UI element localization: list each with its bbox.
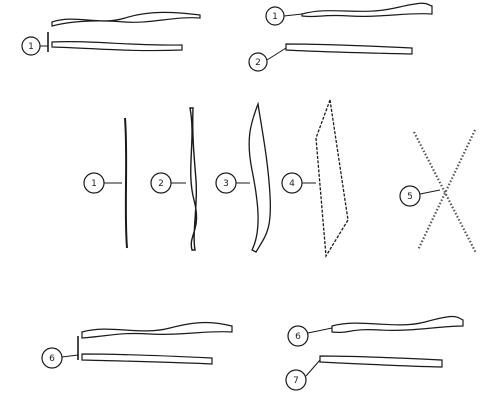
bottom-left-figure: 6: [41, 321, 233, 369]
callout-label-top-left: 1: [28, 42, 34, 52]
middle-figure-5: 5: [399, 129, 477, 254]
top-right-figure: 1 2: [248, 2, 433, 72]
lower-blade-bottom-right: [319, 355, 443, 368]
middle-figure-4: 4: [281, 99, 349, 259]
straight-bar-middle-1: [124, 117, 128, 249]
callout-circle-bottom-right-lower: [285, 369, 307, 391]
upper-blade-bottom-right: [331, 315, 464, 334]
callout-label-top-right-upper: 1: [272, 12, 278, 22]
lower-blade-top-right: [285, 43, 413, 55]
tapered-strip-middle-3: [248, 101, 272, 253]
leader-line-top-right-upper: [283, 13, 303, 17]
callout-label-middle-4: 4: [289, 179, 295, 189]
upper-blade-top-right: [301, 2, 433, 18]
callout-label-bottom-left: 6: [49, 354, 55, 364]
bottom-right-figure: 6 7: [285, 315, 464, 391]
callout-label-middle-5: 5: [407, 192, 413, 202]
leader-line-top-right-lower: [266, 47, 287, 61]
callout-circle-middle-5: [399, 185, 421, 207]
leader-line-bottom-right-lower: [305, 359, 321, 377]
callout-label-top-right-lower: 2: [255, 58, 261, 68]
middle-figure-3: 3: [215, 101, 272, 253]
lower-strip-bottom-left: [81, 353, 213, 365]
quadrilateral-middle-4: [315, 99, 349, 259]
wavy-bar-middle-2: [189, 107, 198, 251]
callout-label-bottom-right-lower: 7: [293, 376, 299, 386]
callout-label-middle-2: 2: [158, 179, 164, 189]
top-left-figure: 1: [21, 11, 201, 56]
upper-strip-bottom-left: [81, 321, 233, 339]
callout-circle-bottom-left: [41, 347, 63, 369]
callout-label-bottom-right-upper: 6: [295, 332, 301, 342]
callout-label-middle-1: 1: [91, 179, 97, 189]
callout-circle-bottom-right-upper: [287, 325, 309, 347]
callout-circle-top-right-lower: [248, 52, 268, 72]
middle-figure-2: 2: [150, 107, 198, 251]
callout-label-middle-3: 3: [223, 179, 229, 189]
leader-line-middle-5: [419, 189, 441, 195]
upper-strip-top-left: [51, 11, 201, 27]
middle-figure-1: 1: [83, 117, 128, 249]
dotted-line-a-middle-5: [413, 131, 477, 254]
lower-strip-top-left: [51, 40, 183, 52]
leader-line-bottom-right-upper: [307, 327, 333, 334]
dotted-line-b-middle-5: [417, 129, 476, 251]
leader-line-bottom-left: [61, 354, 79, 358]
